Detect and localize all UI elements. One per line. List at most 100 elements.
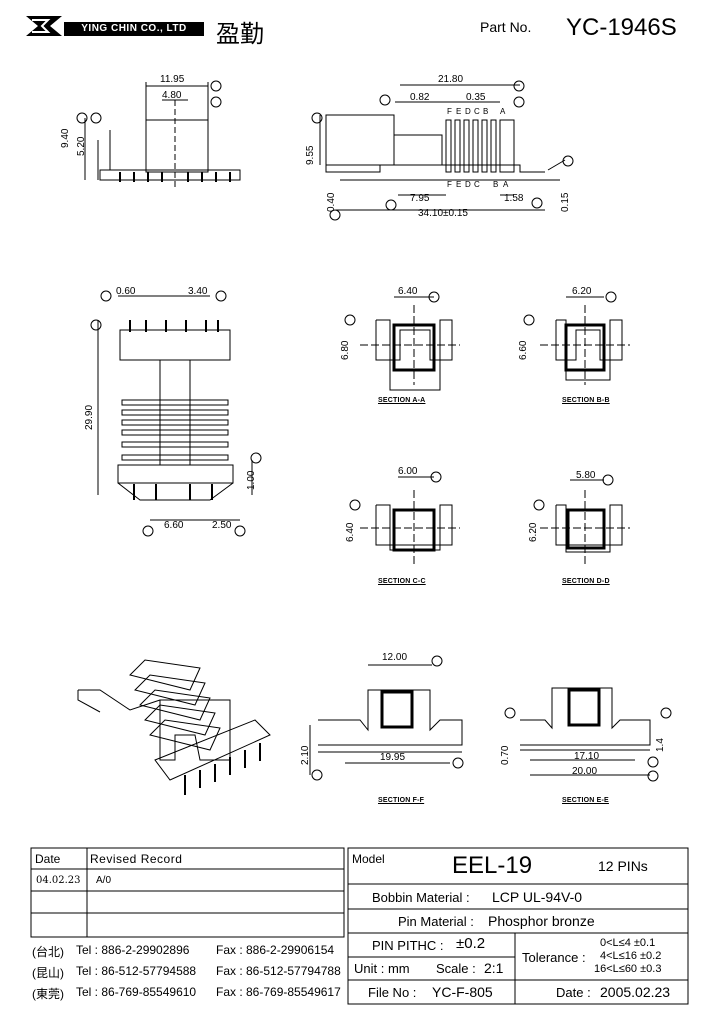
section-c-drawing	[349, 471, 460, 565]
dim-top-left-width: 11.95	[160, 74, 185, 85]
dim-sec-f-thickness: 2.10	[300, 745, 311, 765]
contact-fax: Fax : 886-2-29906154	[216, 943, 335, 957]
contact-tel: Tel : 886-2-29902896	[76, 943, 190, 957]
pin-pitch-label: PIN PITHC :	[372, 938, 444, 953]
scale-value: 2:1	[484, 960, 504, 976]
revision-date-header: Date	[35, 852, 61, 866]
dim-side-offset: 2.50	[212, 520, 232, 531]
dim-side-base: 6.60	[164, 520, 184, 531]
isometric-view	[77, 659, 271, 795]
revision-row-record: A/0	[96, 875, 112, 886]
dim-side-pin-width: 0.60	[116, 286, 136, 297]
model-value: EEL-19	[452, 852, 533, 879]
dim-sec-e-inner: 17.10	[574, 751, 600, 762]
dim-top-right-end: 1.58	[504, 193, 524, 204]
dim-top-right-gap: 0.82	[410, 92, 430, 103]
model-label: Model	[352, 852, 385, 866]
dim-sec-d-width: 5.80	[576, 470, 596, 481]
dim-top-right-flange: 0.35	[466, 92, 486, 103]
revision-row-date: 04.02.23	[36, 875, 81, 886]
pin-letter: D	[465, 180, 471, 189]
part-no-label: Part No.	[480, 19, 532, 35]
file-no-label: File No :	[368, 985, 417, 1000]
part-no: YC-1946S	[566, 14, 677, 41]
dim-top-right-length: 34.10±0.15	[418, 208, 468, 219]
pin-letter: B	[493, 180, 499, 189]
pin-letter: A	[500, 107, 506, 116]
bobbin-material-value: LCP UL-94V-0	[492, 889, 583, 905]
section-e-drawing	[504, 687, 672, 782]
dim-sec-c-width: 6.00	[398, 466, 418, 477]
technical-drawing	[76, 80, 672, 795]
contact-tel: Tel : 86-512-57794588	[76, 964, 197, 978]
pin-letter: F	[447, 180, 452, 189]
contact-fax: Fax : 86-769-85549617	[216, 985, 341, 999]
section-d-drawing	[533, 474, 630, 565]
dim-side-pin-length: 1.00	[246, 470, 257, 490]
tolerance-row: 0<L≤4 ±0.1	[600, 937, 656, 949]
pin-letter: F	[447, 107, 452, 116]
dim-sec-f-width: 19.95	[380, 752, 406, 763]
dim-sec-a-height: 6.80	[340, 340, 351, 360]
ying-chin-logo-icon	[26, 16, 62, 36]
tolerance-row: 16<L≤60 ±0.3	[594, 963, 662, 975]
pin-letter: C	[474, 107, 480, 116]
dim-top-left-sub-height: 5.20	[76, 136, 87, 156]
side-view	[90, 290, 262, 537]
dim-top-right-width: 21.80	[438, 74, 464, 85]
date-label: Date :	[556, 985, 591, 1000]
contact-tel: Tel : 86-769-85549610	[76, 985, 197, 999]
bobbin-material-label: Bobbin Material :	[372, 890, 470, 905]
contact-city: (昆山)	[32, 966, 64, 980]
dim-top-right-core: 7.95	[410, 193, 430, 204]
section-d-label: SECTION D-D	[562, 578, 610, 585]
dim-sec-a-width: 6.40	[398, 286, 418, 297]
company-logo	[22, 12, 212, 40]
dim-top-right-step: 0.15	[560, 192, 571, 212]
pin-count: 12 PINs	[598, 858, 648, 874]
dim-top-right-thickness: 0.40	[326, 192, 337, 212]
dim-top-left-height: 9.40	[60, 128, 71, 148]
company-name-cjk: 盈勤	[216, 20, 264, 48]
dim-sec-f-top: 12.00	[382, 652, 408, 663]
contact-fax: Fax : 86-512-57794788	[216, 964, 341, 978]
dim-sec-e-width: 20.00	[572, 766, 598, 777]
section-a-label: SECTION A-A	[378, 397, 426, 404]
dim-side-height: 29.90	[84, 404, 95, 430]
dim-side-pin-pitch: 3.40	[188, 286, 208, 297]
dim-sec-d-height: 6.20	[528, 522, 539, 542]
section-e-label: SECTION E-E	[562, 797, 609, 804]
section-f-drawing	[309, 655, 464, 781]
dim-top-right-height: 9.55	[305, 145, 316, 165]
pin-pitch-value: ±0.2	[456, 935, 486, 952]
date-value: 2005.02.23	[600, 984, 671, 1000]
scale-label: Scale :	[436, 961, 476, 976]
pin-letter: D	[465, 107, 471, 116]
pin-material-label: Pin Material :	[398, 914, 474, 929]
contact-city: (台北)	[32, 945, 64, 959]
section-b-label: SECTION B-B	[562, 397, 610, 404]
unit-label: Unit : mm	[354, 961, 410, 976]
pin-letter: C	[474, 180, 480, 189]
pin-letter: B	[483, 107, 489, 116]
pin-letter: E	[456, 107, 462, 116]
dim-sec-e-step: 1.4	[655, 738, 666, 752]
company-name: YING CHIN CO., LTD	[64, 22, 204, 36]
dim-sec-b-width: 6.20	[572, 286, 592, 297]
pin-letter: E	[456, 180, 462, 189]
pin-letter: A	[503, 180, 509, 189]
dim-sec-b-height: 6.60	[518, 340, 529, 360]
top-left-view	[76, 80, 241, 190]
dim-sec-c-height: 6.40	[345, 522, 356, 542]
dim-sec-e-thickness: 0.70	[500, 745, 511, 765]
contact-city: (東莞)	[32, 987, 64, 1001]
dim-top-left-inner: 4.80	[162, 90, 182, 101]
file-no-value: YC-F-805	[432, 984, 493, 1000]
revision-record-header: Revised Record	[90, 852, 183, 866]
section-f-label: SECTION F-F	[378, 797, 425, 804]
section-b-drawing	[523, 291, 630, 385]
section-c-label: SECTION C-C	[378, 578, 426, 585]
section-a-drawing	[344, 291, 460, 391]
tolerance-label: Tolerance :	[522, 950, 586, 965]
top-right-view	[311, 80, 574, 221]
